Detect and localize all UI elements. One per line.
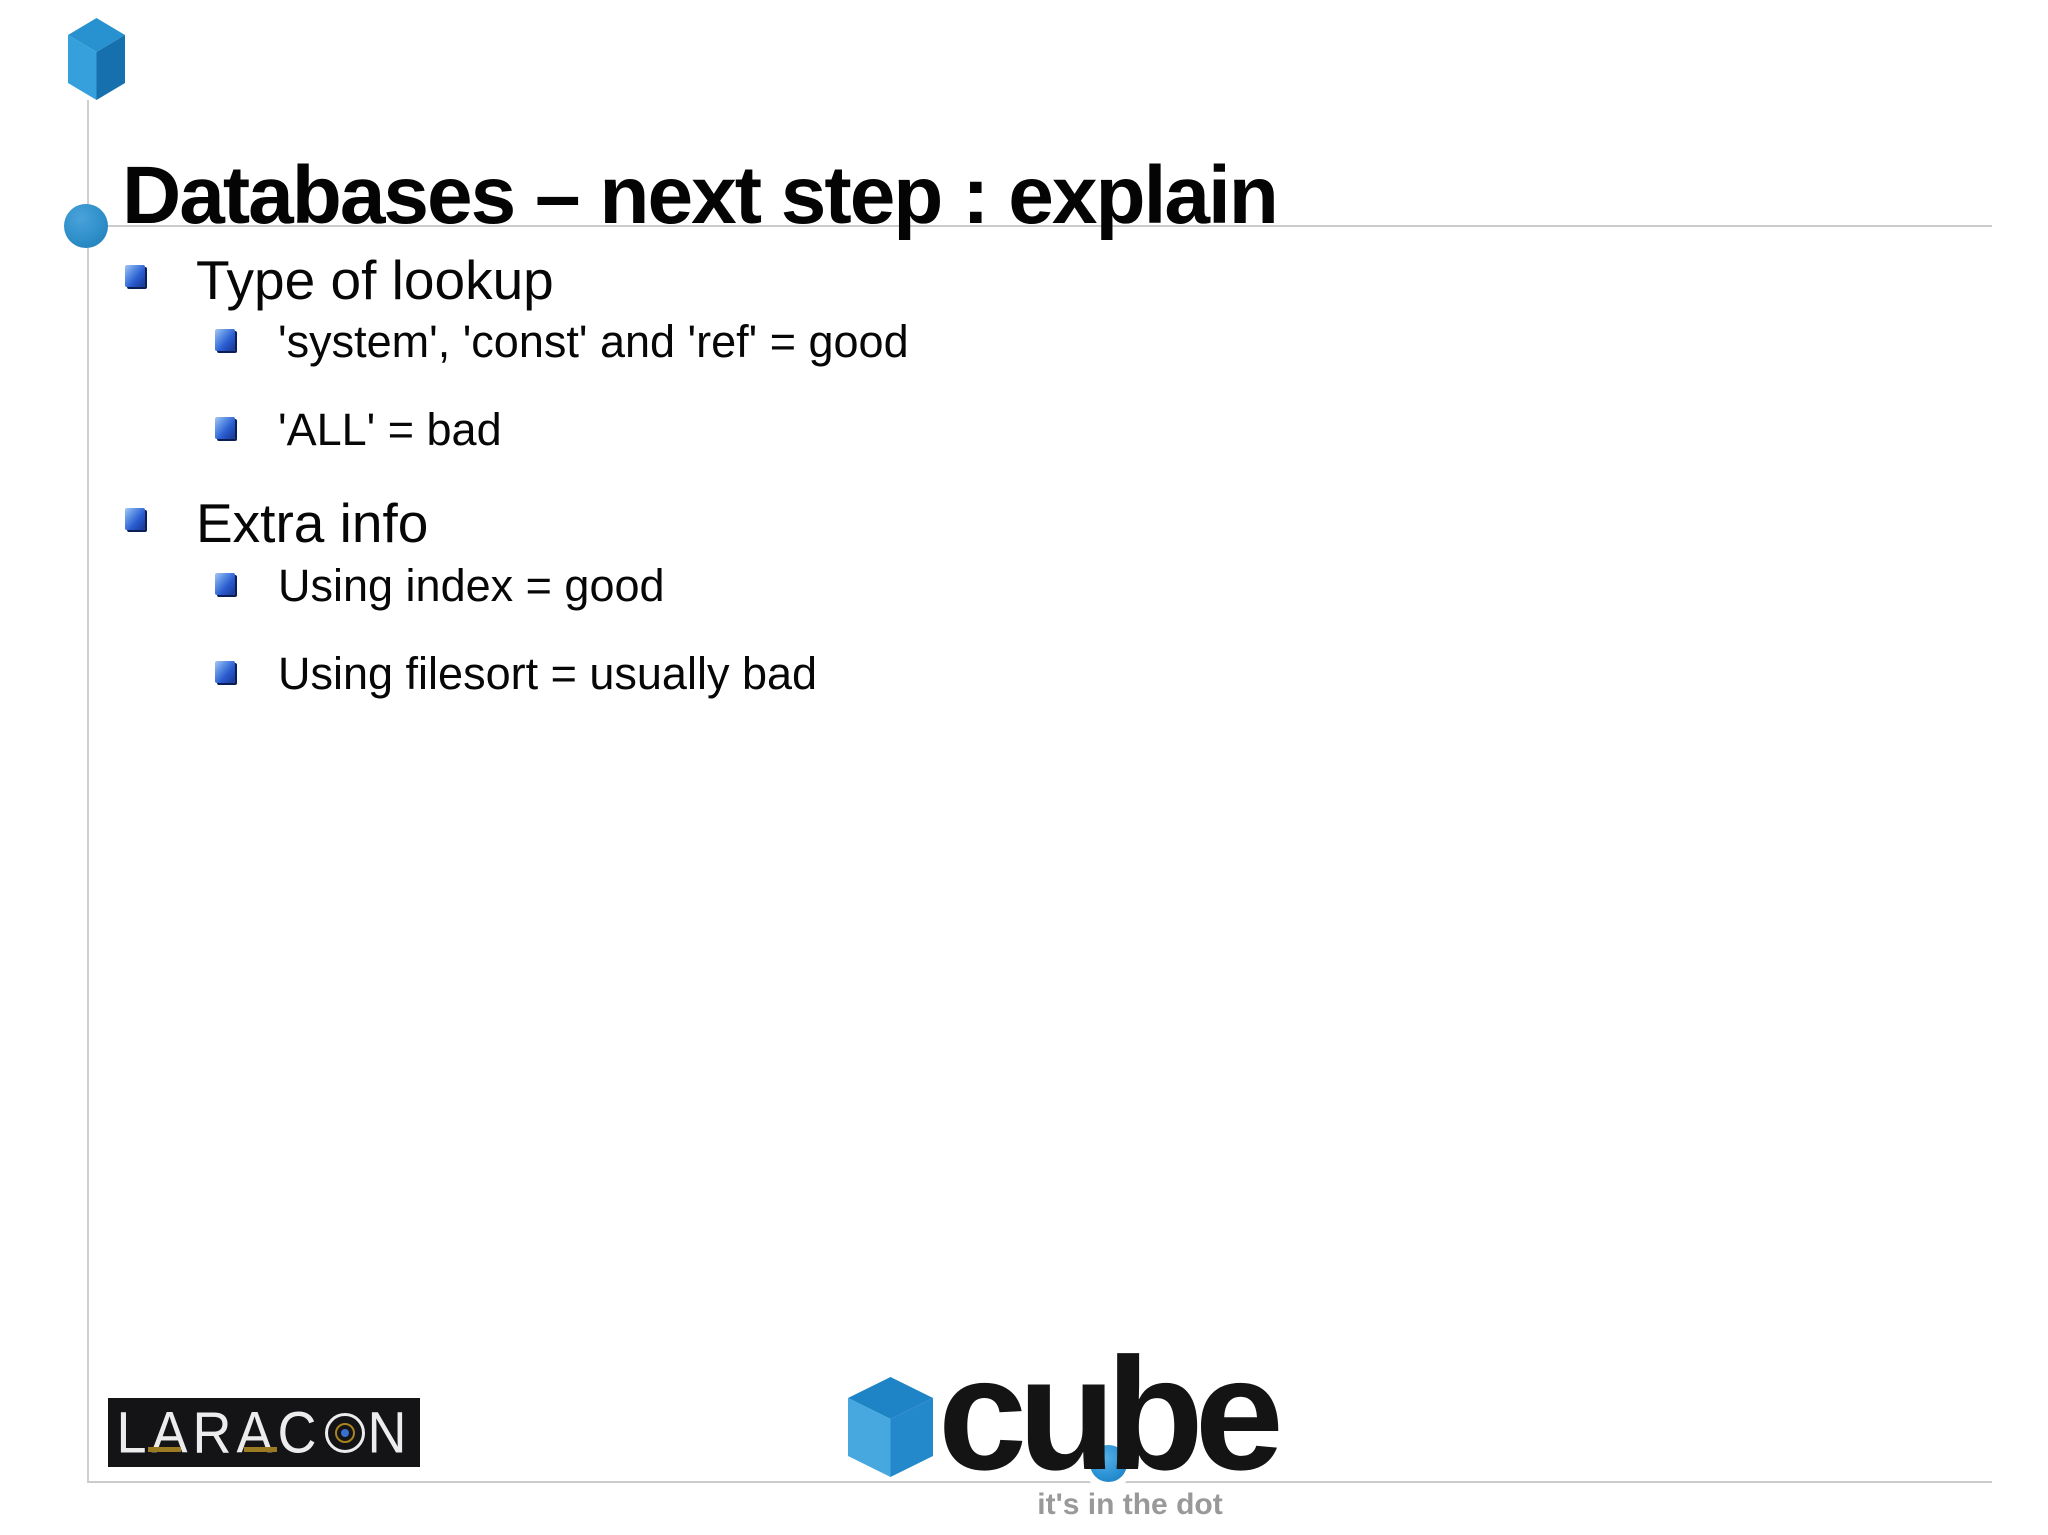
bullet-cube-icon xyxy=(125,508,145,530)
bottom-border-line xyxy=(88,1481,1992,1483)
laracon-logo: LARAC N xyxy=(108,1398,420,1467)
bullet-item-extra-info: Extra info xyxy=(196,492,429,554)
cube-3d-icon xyxy=(68,18,125,100)
bullet-cube-icon xyxy=(215,329,235,351)
cube-logo-text-be: be xyxy=(1106,1324,1284,1503)
cube-logo-tagline: it's in the dot xyxy=(1037,1488,1223,1521)
laracon-gold-ring-icon xyxy=(334,1422,355,1443)
bullet-cube-icon xyxy=(215,661,235,683)
bullet-cube-icon xyxy=(125,265,145,287)
laracon-blue-dot-icon xyxy=(340,1428,349,1437)
laracon-text-right: N xyxy=(367,1400,412,1465)
bullet-item-system-const-ref: 'system', 'const' and 'ref' = good xyxy=(278,316,909,367)
bullet-cube-icon xyxy=(215,417,235,439)
anchor-dot-icon xyxy=(64,204,108,248)
laracon-text-left: LARAC xyxy=(116,1400,322,1465)
bullet-item-using-index: Using index = good xyxy=(278,560,665,611)
laracon-gold-bar-icon xyxy=(148,1447,181,1452)
cube-logo-dot-icon xyxy=(1090,1445,1127,1482)
bullet-cube-icon xyxy=(215,573,235,595)
left-border-line xyxy=(87,100,89,1483)
cube-logo-text-cu: cu xyxy=(938,1324,1116,1503)
title-underline xyxy=(88,225,1992,227)
bullet-item-all-bad: 'ALL' = bad xyxy=(278,404,502,455)
laracon-o-icon xyxy=(324,1412,365,1453)
bullet-item-type-of-lookup: Type of lookup xyxy=(196,249,554,311)
laracon-gold-bar-icon xyxy=(244,1447,277,1452)
page-title: Databases – next step : explain xyxy=(122,149,1279,241)
bullet-item-using-filesort: Using filesort = usually bad xyxy=(278,648,818,699)
cube-logo-cube-icon xyxy=(848,1377,933,1477)
